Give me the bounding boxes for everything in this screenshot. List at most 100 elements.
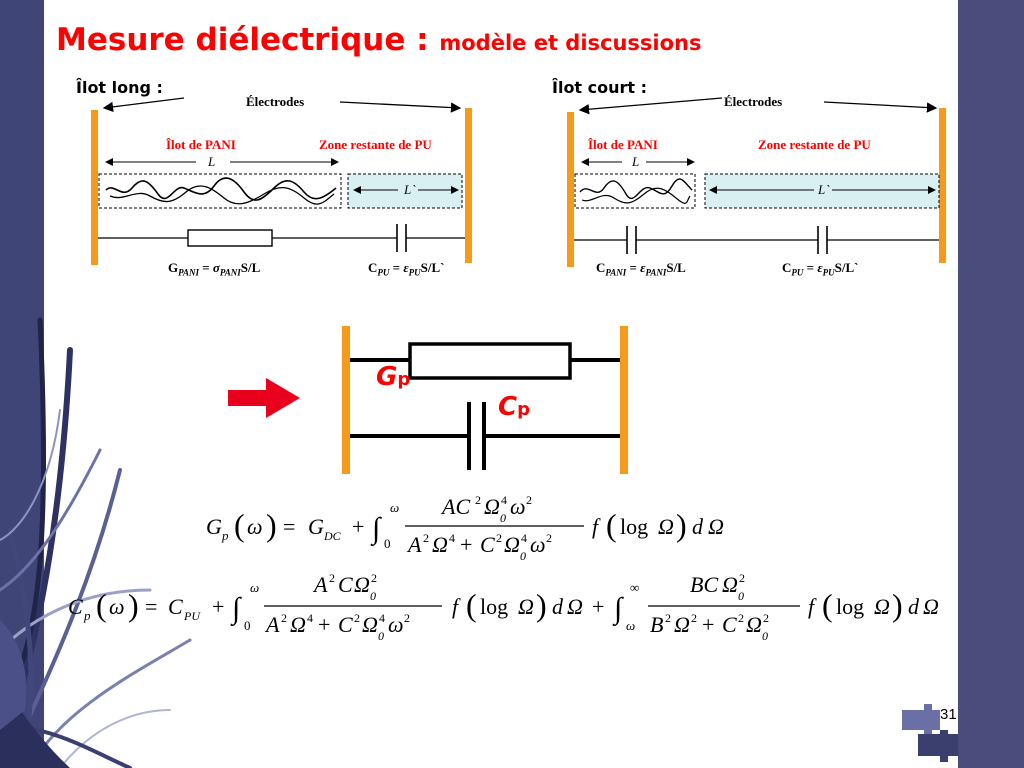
svg-text:Ω: Ω <box>658 514 674 539</box>
svg-text:+: + <box>352 514 364 539</box>
svg-text:G: G <box>206 514 222 539</box>
svg-text:f: f <box>808 594 817 619</box>
svg-text:): ) <box>892 587 903 623</box>
svg-text:2: 2 <box>475 493 481 507</box>
panel-long-pani-label: Îlot de PANI <box>166 137 236 152</box>
right-decorative-band <box>958 0 1024 768</box>
svg-text:Ω: Ω <box>874 594 890 619</box>
pu-zone <box>347 173 463 209</box>
svg-text:ω: ω <box>109 594 125 619</box>
svg-text:Ω: Ω <box>290 612 306 637</box>
svg-text:∫: ∫ <box>370 512 382 547</box>
svg-text:=: = <box>145 594 157 619</box>
svg-text:d: d <box>552 594 564 619</box>
svg-text:ω: ω <box>247 514 263 539</box>
svg-text:AC: AC <box>440 494 470 519</box>
svg-text:2: 2 <box>763 611 769 625</box>
svg-text:PU: PU <box>183 609 201 623</box>
pu-zone-2 <box>704 173 940 209</box>
panel-long-diagram <box>91 97 472 265</box>
svg-text:(: ( <box>234 507 245 543</box>
svg-text:+: + <box>318 612 330 637</box>
svg-text:): ) <box>266 507 277 543</box>
svg-text:2: 2 <box>738 611 744 625</box>
svg-text:ω: ω <box>510 494 526 519</box>
svg-text:ω: ω <box>530 532 546 557</box>
svg-text:p: p <box>83 608 91 623</box>
svg-text:(: ( <box>96 587 107 623</box>
svg-text:2: 2 <box>281 611 287 625</box>
panel-short-diagram <box>567 97 946 267</box>
svg-text:Ω: Ω <box>504 532 520 557</box>
svg-text:): ) <box>128 587 139 623</box>
svg-text:Ω: Ω <box>432 532 448 557</box>
svg-text:B: B <box>650 612 663 637</box>
pani-zone-2 <box>574 173 696 209</box>
svg-text:+: + <box>212 594 224 619</box>
svg-text:Ω: Ω <box>722 572 738 597</box>
svg-text:0: 0 <box>370 589 376 603</box>
panel-short-electrodes-label: Électrodes <box>724 94 783 109</box>
panel-short-pu-length: L` <box>818 182 830 197</box>
svg-text:d: d <box>692 514 704 539</box>
svg-text:Ω: Ω <box>746 612 762 637</box>
panel-short-pani-length: L <box>632 154 640 169</box>
equation-gp: G p ( ω ) = G DC + ∫ ω 0 AC 2 Ω 4 0 ω 2 … <box>206 493 724 563</box>
svg-text:2: 2 <box>665 611 671 625</box>
svg-text:Ω: Ω <box>923 594 939 619</box>
circuit-electrode-right <box>620 326 628 474</box>
svg-text:C: C <box>722 612 737 637</box>
cp-label: Cp <box>498 392 530 422</box>
svg-text:f: f <box>452 594 461 619</box>
svg-text:2: 2 <box>496 531 502 545</box>
panel-long-pu-label: Zone restante de PU <box>319 137 432 152</box>
svg-text:Ω: Ω <box>354 572 370 597</box>
svg-text:log: log <box>836 594 864 619</box>
svg-text:0: 0 <box>762 629 768 643</box>
svg-text:2: 2 <box>423 531 429 545</box>
svg-text:0: 0 <box>384 536 391 551</box>
svg-text:(: ( <box>606 507 617 543</box>
slide-title-sub: modèle et discussions <box>439 31 702 55</box>
electrode-left <box>91 110 98 265</box>
svg-text:C: C <box>338 572 353 597</box>
svg-text:C: C <box>480 532 495 557</box>
svg-text:2: 2 <box>329 571 335 585</box>
decorative-leaves <box>0 317 192 768</box>
electrode-right <box>465 108 472 263</box>
svg-text:G: G <box>308 514 324 539</box>
svg-text:ω: ω <box>390 500 399 515</box>
svg-text:f: f <box>592 514 601 539</box>
svg-text:Ω: Ω <box>708 514 724 539</box>
svg-text:A: A <box>264 612 280 637</box>
svg-text:A: A <box>312 572 328 597</box>
svg-text:Ω: Ω <box>518 594 534 619</box>
slide-title: Mesure diélectrique : modèle et discussi… <box>56 22 702 58</box>
svg-text:0: 0 <box>520 549 526 563</box>
svg-text:0: 0 <box>378 629 384 643</box>
svg-text:Ω: Ω <box>484 494 500 519</box>
svg-text:C: C <box>338 612 353 637</box>
svg-text:log: log <box>620 514 648 539</box>
svg-text:p: p <box>221 528 229 543</box>
svg-text:DC: DC <box>323 529 342 543</box>
svg-text:+: + <box>702 612 714 637</box>
svg-text:+: + <box>592 594 604 619</box>
panel-long-pu-length: L` <box>404 182 416 197</box>
svg-text:2: 2 <box>404 611 410 625</box>
svg-text:2: 2 <box>739 571 745 585</box>
svg-text:0: 0 <box>500 511 506 525</box>
electrode-left-2 <box>567 112 574 267</box>
pani-chains <box>105 177 337 201</box>
panel-long-pani-length: L <box>208 154 216 169</box>
svg-text:C: C <box>68 594 83 619</box>
arrow-right-icon <box>228 378 300 418</box>
svg-text:(: ( <box>466 587 477 623</box>
svg-text:(: ( <box>822 587 833 623</box>
panel-long-heading: Îlot long : <box>76 78 163 97</box>
svg-text:Ω: Ω <box>362 612 378 637</box>
svg-text:2: 2 <box>371 571 377 585</box>
panel-long-pu-formula: CPU = εPUS/L` <box>368 260 445 278</box>
page-number: 31 <box>940 706 957 723</box>
decorative-puzzle-logo <box>902 704 958 762</box>
